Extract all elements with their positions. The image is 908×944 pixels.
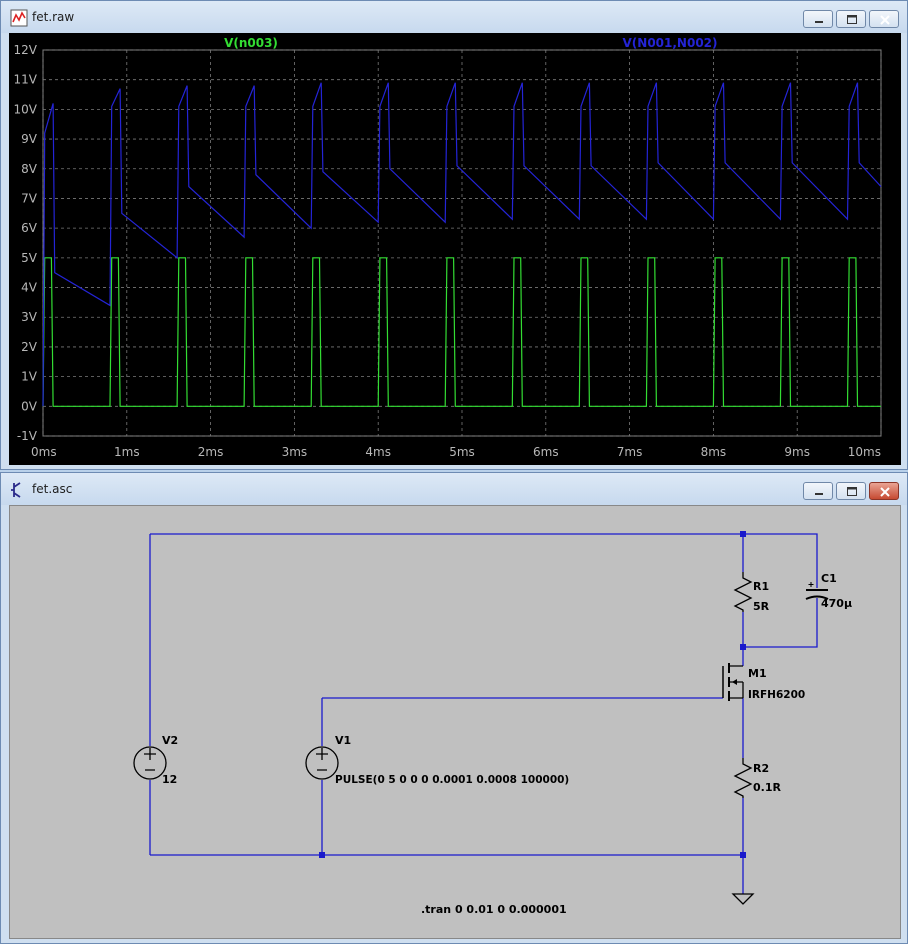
m1-ref: M1	[748, 667, 767, 680]
resistor-r2[interactable]: R2 0.1R	[733, 758, 781, 798]
y-tick-label: 12V	[14, 43, 38, 57]
waveform-chart: -1V 0V 1V 2V 3V 4V 5V 6V 7V 8V 9V 10V 11V 12V 0ms 1ms 2m…	[14, 36, 882, 459]
series-line-gate	[42, 257, 881, 407]
voltage-source-v1[interactable]: V1 PULSE(0 5 0 0 0 0.0001 0.0008 100000)	[305, 734, 569, 786]
schematic-window-title: fet.asc	[32, 482, 73, 496]
v1-value: PULSE(0 5 0 0 0 0.0001 0.0008 100000)	[335, 774, 569, 786]
x-tick-label: 2ms	[198, 445, 224, 459]
x-tick-label: 10ms	[848, 445, 881, 459]
y-tick-label: 11V	[14, 73, 38, 87]
maximize-button[interactable]	[836, 482, 866, 500]
plot-series	[42, 82, 882, 407]
junction-dot	[740, 531, 746, 537]
c1-ref: C1	[821, 572, 837, 585]
x-tick-label: 9ms	[784, 445, 810, 459]
series-line-drain	[42, 82, 882, 407]
junction-dot	[740, 644, 746, 650]
y-tick-label: 8V	[21, 162, 38, 176]
waveform-window: fet.raw -1V 0V 1V 2V 3V 4V 5V 6V 7V 8V 9V 10V 11V 12V…	[0, 0, 908, 470]
y-tick-label: 2V	[21, 340, 38, 354]
maximize-icon	[847, 15, 857, 24]
close-button[interactable]	[869, 10, 899, 28]
v1-ref: V1	[335, 734, 351, 747]
waveform-plot-area[interactable]: -1V 0V 1V 2V 3V 4V 5V 6V 7V 8V 9V 10V 11V 12V 0ms 1ms 2m…	[9, 33, 901, 465]
waveform-window-title: fet.raw	[32, 10, 75, 24]
minimize-button[interactable]	[803, 10, 833, 28]
plot-grid	[42, 49, 882, 437]
wire-top-right	[743, 533, 818, 588]
c1-value: 470µ	[821, 597, 852, 610]
y-tick-label: 6V	[21, 221, 38, 235]
mosfet-m1[interactable]: M1 IRFH6200	[722, 663, 805, 701]
minimize-button[interactable]	[803, 482, 833, 500]
waveform-icon	[10, 9, 28, 27]
maximize-icon	[847, 487, 857, 496]
r1-ref: R1	[753, 580, 769, 593]
x-tick-label: 5ms	[449, 445, 475, 459]
x-tick-label: 4ms	[365, 445, 391, 459]
capacitor-c1[interactable]: C1 470µ	[805, 572, 852, 610]
r1-value: 5R	[753, 600, 770, 613]
x-tick-label: 3ms	[282, 445, 308, 459]
close-icon	[880, 487, 890, 497]
y-tick-label: 9V	[21, 132, 38, 146]
resistor-r1[interactable]: R1 5R	[733, 572, 770, 613]
x-tick-label: 6ms	[533, 445, 559, 459]
schematic-window: fet.asc	[0, 472, 908, 944]
y-tick-label: 10V	[14, 102, 38, 116]
r2-ref: R2	[753, 762, 769, 775]
transistor-icon	[11, 482, 21, 498]
v2-ref: V2	[162, 734, 178, 747]
waveform-titlebar[interactable]: fet.raw	[1, 1, 907, 33]
legend-gate-trace[interactable]: V(n003)	[224, 36, 278, 50]
x-tick-label: 8ms	[701, 445, 727, 459]
x-tick-label: 7ms	[617, 445, 643, 459]
minimize-icon	[815, 21, 823, 23]
x-tick-label: 1ms	[114, 445, 140, 459]
schematic-drawing: V2 12 V1 PULSE(0 5 0 0 0 0.0001 0.0008 1…	[133, 531, 852, 916]
close-button[interactable]	[869, 482, 899, 500]
schematic-canvas[interactable]: V2 12 V1 PULSE(0 5 0 0 0 0.0001 0.0008 1…	[9, 505, 901, 939]
v2-value: 12	[162, 773, 177, 786]
x-tick-label: 0ms	[31, 445, 57, 459]
wire-c1-bottom	[743, 598, 818, 648]
axis-tick-labels: -1V 0V 1V 2V 3V 4V 5V 6V 7V 8V 9V 10V 11V 12V 0ms 1ms 2m…	[14, 43, 881, 459]
m1-value: IRFH6200	[748, 689, 805, 701]
schematic-titlebar[interactable]: fet.asc	[1, 473, 907, 505]
y-tick-label: 5V	[21, 251, 38, 265]
legend-drain-trace[interactable]: V(N001,N002)	[623, 36, 718, 50]
junction-dot	[740, 852, 746, 858]
r2-value: 0.1R	[753, 781, 781, 794]
voltage-source-v2[interactable]: V2 12	[133, 734, 178, 786]
y-tick-label: 3V	[21, 310, 38, 324]
y-tick-label: 0V	[21, 399, 38, 413]
ground-symbol	[731, 893, 755, 905]
y-tick-label: 1V	[21, 370, 38, 384]
y-tick-label: 4V	[21, 281, 38, 295]
y-tick-label: -1V	[17, 429, 38, 443]
close-icon	[880, 15, 890, 25]
y-tick-label: 7V	[21, 191, 38, 205]
spice-directive[interactable]: .tran 0 0.01 0 0.000001	[421, 903, 567, 916]
junction-dot	[319, 852, 325, 858]
minimize-icon	[815, 493, 823, 495]
maximize-button[interactable]	[836, 10, 866, 28]
